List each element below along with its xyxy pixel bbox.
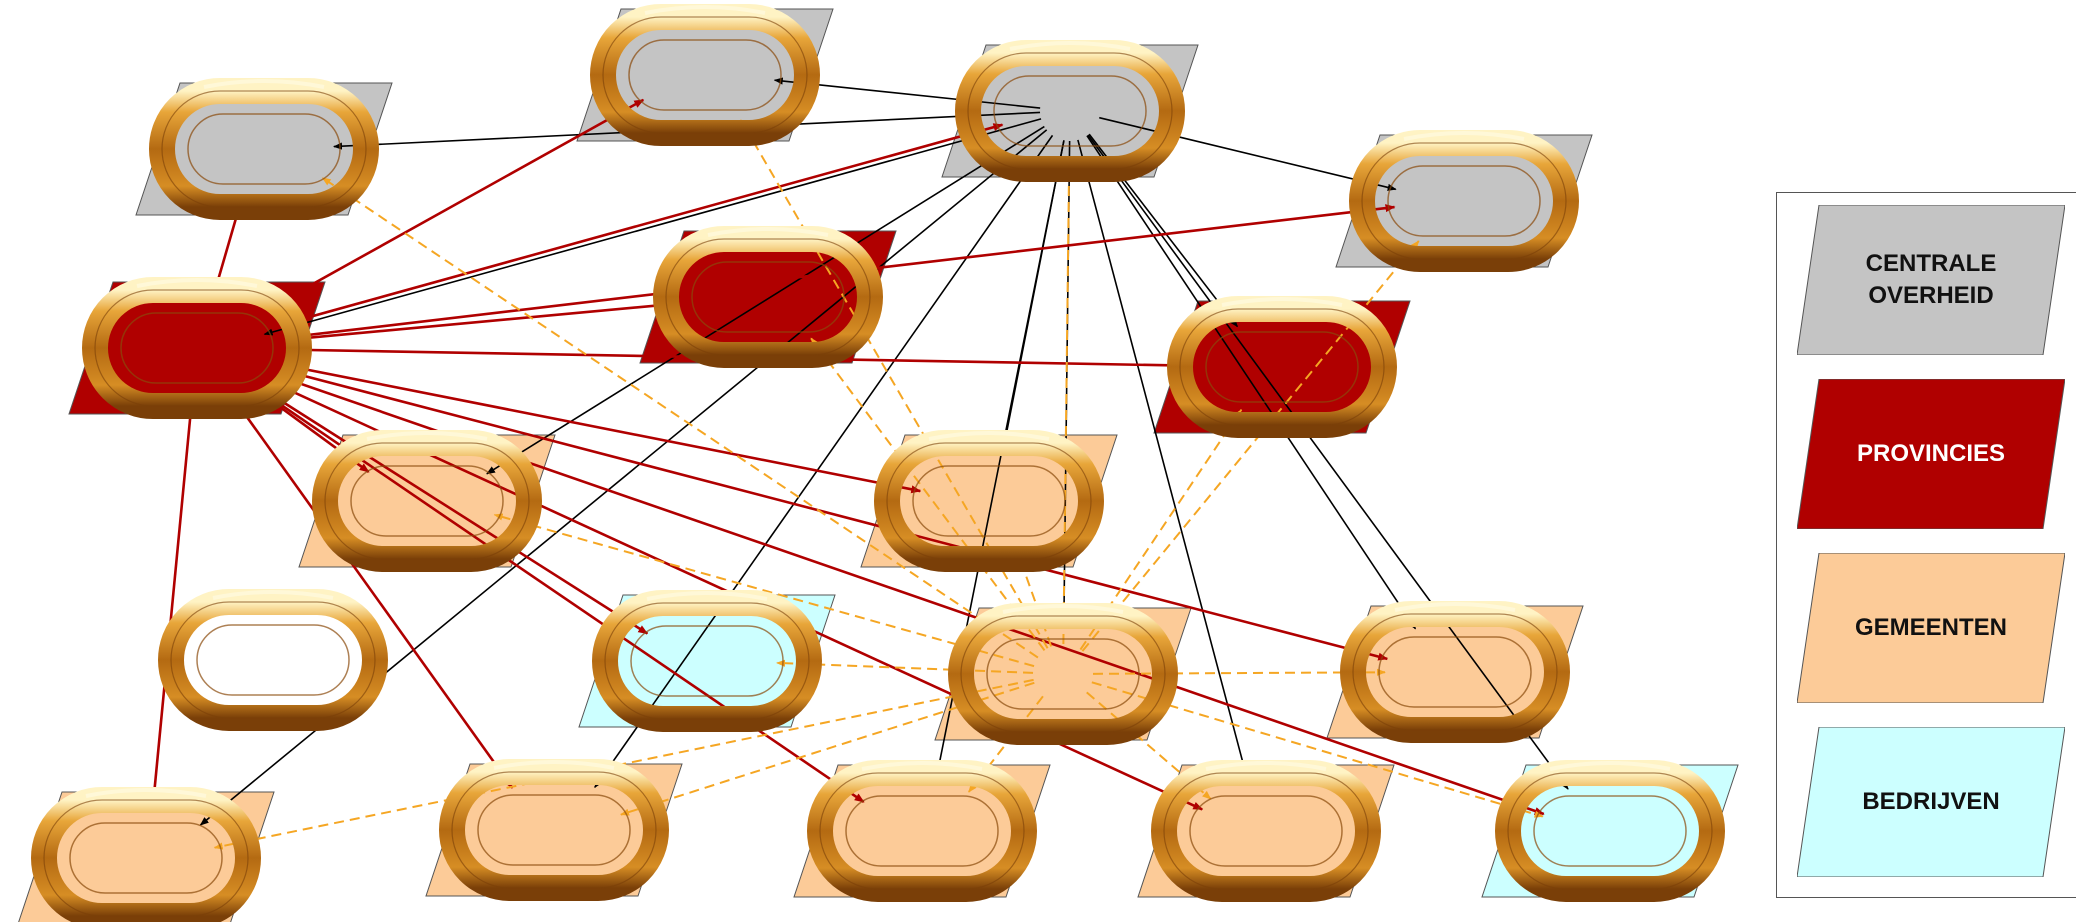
edge-gem_hub-to-gem_a: [493, 513, 1035, 668]
gold-ring-icon: [1151, 760, 1381, 902]
gold-ring-icon: [31, 787, 261, 922]
gold-ring-icon: [948, 603, 1178, 745]
legend-label-gemeenten: GEMEENTEN: [1854, 614, 2007, 641]
edge-co_top-to-co_right: [1099, 116, 1397, 191]
edge-co_top-to-gem_a: [486, 125, 1045, 475]
rings-layer: [31, 4, 1725, 922]
edge-prov_left-to-gem_e: [213, 371, 514, 789]
legend: CENTRALE OVERHEID PROVINCIES GEMEENTEN B…: [1776, 192, 2076, 898]
gold-ring-icon: [590, 4, 820, 146]
gold-ring-icon: [1349, 130, 1579, 272]
gold-ring-icon: [439, 759, 669, 901]
edge-prov_left-to-gem_b: [226, 352, 922, 494]
edge-gem_hub-to-prov_mid: [810, 337, 1046, 651]
edge-prov_left-to-gem_f: [221, 363, 865, 803]
gold-ring-icon: [955, 40, 1185, 182]
legend-item-gemeenten: GEMEENTEN: [1797, 553, 2065, 703]
legend-swatch-centrale-overheid: [1797, 205, 2065, 355]
gold-ring-icon: [1167, 296, 1397, 438]
gold-ring-icon: [592, 590, 822, 732]
edge-prov_left-to-gem_d: [149, 377, 196, 807]
edge-co_top-to-gem_e: [594, 134, 1054, 789]
legend-swatch-provincies: [1797, 379, 2065, 529]
edge-prov_left-to-gem_c: [225, 354, 1389, 661]
gold-ring-icon: [82, 277, 312, 419]
legend-item-bedrijven: BEDRIJVEN: [1797, 727, 2065, 877]
edge-prov_left-to-bed_mid: [221, 362, 649, 635]
edges-layer: [149, 77, 1569, 850]
legend-item-provincies: PROVINCIES: [1797, 379, 2065, 529]
nodes-layer: [18, 8, 1739, 922]
legend-label-centrale-overheid: CENTRALE OVERHEID: [1865, 250, 1997, 309]
edge-prov_left-to-co_mid: [222, 98, 645, 335]
legend-swatch-bedrijven: [1797, 727, 2065, 877]
edge-co_top-to-bed_right: [1087, 134, 1569, 790]
gold-ring-icon: [158, 589, 388, 731]
edge-prov_left-to-co_top: [225, 123, 1004, 342]
edge-gem_hub-to-bed_right: [1091, 681, 1544, 818]
gold-ring-icon: [874, 430, 1104, 572]
edge-gem_hub-to-co_top: [1062, 162, 1073, 645]
legend-label-bedrijven: BEDRIJVEN: [1862, 788, 2000, 815]
gold-ring-icon: [807, 760, 1037, 902]
gold-ring-icon: [1340, 601, 1570, 743]
gold-ring-icon: [653, 226, 883, 368]
edge-co_top-to-prov_left: [263, 118, 1042, 336]
gold-ring-icon: [1495, 760, 1725, 902]
edge-gem_hub-to-gem_c: [1092, 668, 1386, 676]
legend-item-centrale-overheid: CENTRALE OVERHEID: [1797, 205, 2065, 355]
gold-ring-icon: [149, 78, 379, 220]
edge-prov_left-to-co_right: [226, 204, 1396, 346]
legend-label-provincies: PROVINCIES: [1856, 440, 2006, 467]
edge-co_top-to-gem_c: [1086, 135, 1417, 630]
legend-swatch-gemeenten: [1797, 553, 2065, 703]
gold-ring-icon: [312, 430, 542, 572]
edge-co_top-to-gem_g: [1077, 139, 1250, 782]
